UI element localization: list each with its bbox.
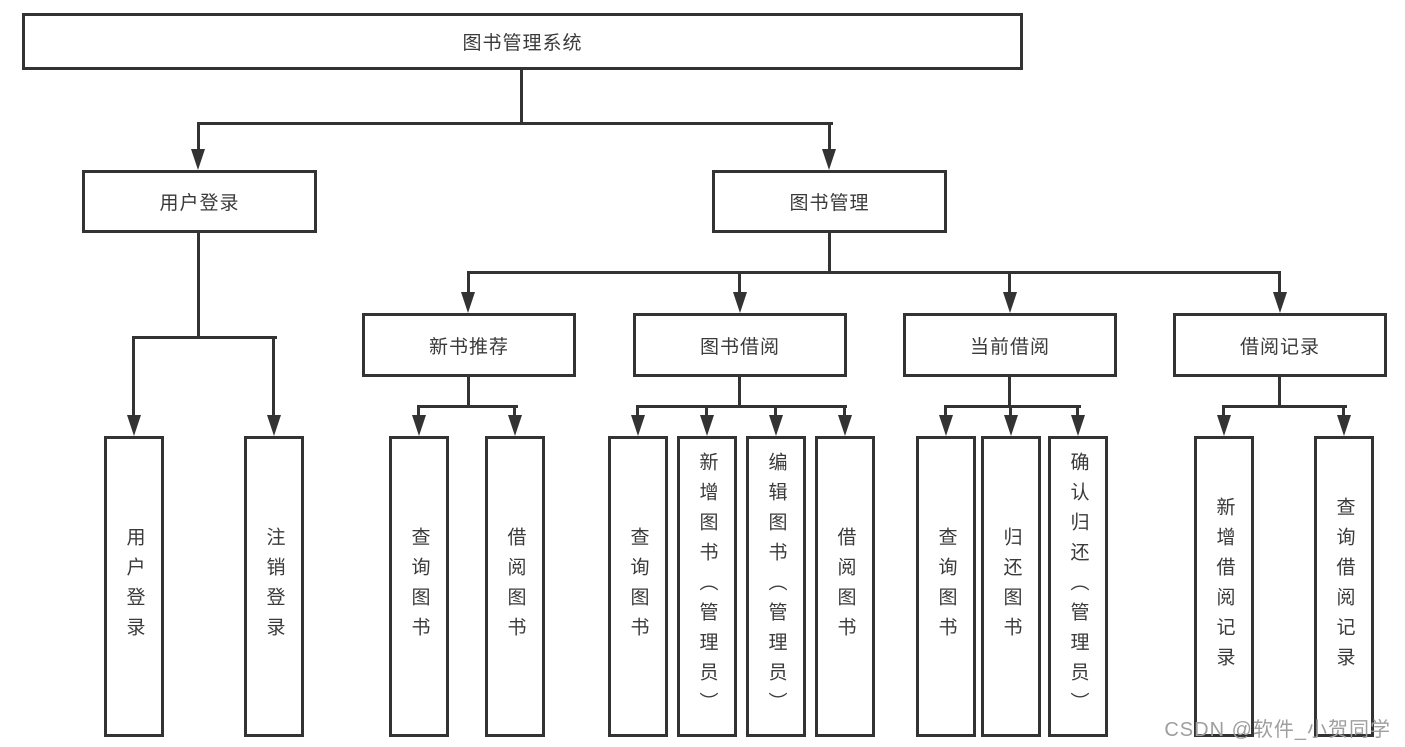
leaf-query-borrow-record-label: 查询借阅记录 [1333, 496, 1355, 677]
node-current-borrowing-label: 当前借阅 [969, 336, 1050, 358]
leaf-add-borrow-record-label: 新增借阅记录 [1213, 496, 1235, 677]
node-book-borrowing: 图书借阅 [633, 313, 847, 377]
node-root-label: 图书管理系统 [462, 33, 583, 54]
leaf-user-login-label: 用户登录 [123, 526, 145, 647]
leaf-logout: 注销登录 [244, 436, 304, 737]
arrowhead-down-icon [412, 415, 426, 436]
arrowhead-down-icon [267, 415, 281, 436]
connector-line [132, 336, 135, 416]
leaf-logout-label: 注销登录 [263, 526, 285, 647]
connector-line [417, 405, 420, 417]
csdn-watermark: CSDN @软件_小贺同学 [1164, 719, 1391, 741]
node-new-book-recommend-label: 新书推荐 [428, 336, 509, 358]
connector-line [132, 336, 277, 339]
connector-line [467, 271, 1281, 274]
connector-line [705, 405, 708, 417]
connector-line [272, 336, 275, 416]
connector-line [774, 405, 777, 417]
node-book-management-label: 图书管理 [789, 193, 870, 214]
connector-line [467, 377, 470, 408]
connector-line [467, 271, 470, 293]
arrowhead-down-icon [939, 415, 953, 436]
connector-line [197, 122, 200, 151]
arrowhead-down-icon [838, 415, 852, 436]
leaf-recommend-query-books-label: 查询图书 [408, 526, 430, 647]
connector-line [828, 233, 831, 274]
connector-line [1009, 405, 1012, 417]
leaf-confirm-return-admin: 确认归还（管理员） [1048, 436, 1108, 737]
connector-line [1342, 405, 1345, 417]
leaf-borrowing-query-books-label: 查询图书 [627, 526, 649, 647]
connector-line [738, 271, 741, 293]
connector-line [1278, 271, 1281, 293]
connector-line [513, 405, 516, 417]
leaf-add-books-admin: 新增图书（管理员） [677, 436, 737, 737]
connector-line [1008, 377, 1011, 408]
connector-line [1008, 271, 1011, 293]
connector-line [1278, 377, 1281, 408]
connector-line [738, 377, 741, 408]
connector-line [636, 405, 847, 408]
arrowhead-down-icon [1217, 415, 1231, 436]
arrowhead-down-icon [1071, 415, 1085, 436]
arrowhead-down-icon [631, 415, 645, 436]
connector-line [197, 233, 200, 339]
connector-line [1222, 405, 1347, 408]
leaf-confirm-return-admin-label: 确认归还（管理员） [1067, 451, 1089, 722]
connector-line [843, 405, 846, 417]
connector-line [1076, 405, 1079, 417]
leaf-edit-books-admin-label: 编辑图书（管理员） [765, 451, 787, 722]
node-new-book-recommend: 新书推荐 [362, 313, 576, 377]
leaf-recommend-borrow-books: 借阅图书 [485, 436, 545, 737]
leaf-return-books: 归还图书 [981, 436, 1041, 737]
connector-line [828, 122, 831, 151]
node-user-login-label: 用户登录 [159, 193, 240, 214]
leaf-recommend-borrow-books-label: 借阅图书 [504, 526, 526, 647]
leaf-return-books-label: 归还图书 [1000, 526, 1022, 647]
arrowhead-down-icon [508, 415, 522, 436]
leaf-borrowing-borrow-books-label: 借阅图书 [834, 526, 856, 647]
leaf-current-query-books-label: 查询图书 [935, 526, 957, 647]
arrowhead-down-icon [1273, 292, 1287, 313]
leaf-query-borrow-record: 查询借阅记录 [1314, 436, 1374, 737]
arrowhead-down-icon [733, 292, 747, 313]
arrowhead-down-icon [769, 415, 783, 436]
node-book-borrowing-label: 图书借阅 [699, 336, 780, 358]
leaf-recommend-query-books: 查询图书 [389, 436, 449, 737]
leaf-add-books-admin-label: 新增图书（管理员） [696, 451, 718, 722]
connector-line [636, 405, 639, 417]
node-borrowing-records: 借阅记录 [1173, 313, 1387, 377]
arrowhead-down-icon [1004, 415, 1018, 436]
leaf-add-borrow-record: 新增借阅记录 [1194, 436, 1254, 737]
connector-line [417, 405, 518, 408]
node-current-borrowing: 当前借阅 [903, 313, 1117, 377]
connector-line [1222, 405, 1225, 417]
arrowhead-down-icon [191, 149, 205, 170]
arrowhead-down-icon [1337, 415, 1351, 436]
arrowhead-down-icon [461, 292, 475, 313]
arrowhead-down-icon [127, 415, 141, 436]
leaf-borrowing-borrow-books: 借阅图书 [815, 436, 875, 737]
node-root: 图书管理系统 [22, 13, 1023, 70]
connector-line [197, 122, 833, 125]
leaf-edit-books-admin: 编辑图书（管理员） [746, 436, 806, 737]
arrowhead-down-icon [700, 415, 714, 436]
leaf-borrowing-query-books: 查询图书 [608, 436, 668, 737]
connector-line [944, 405, 1081, 408]
node-user-login: 用户登录 [82, 170, 317, 233]
connector-line [520, 70, 523, 124]
leaf-user-login: 用户登录 [104, 436, 164, 737]
arrowhead-down-icon [822, 149, 836, 170]
arrowhead-down-icon [1003, 292, 1017, 313]
connector-line [944, 405, 947, 417]
leaf-current-query-books: 查询图书 [916, 436, 976, 737]
node-book-management: 图书管理 [712, 170, 947, 233]
node-borrowing-records-label: 借阅记录 [1239, 336, 1320, 358]
